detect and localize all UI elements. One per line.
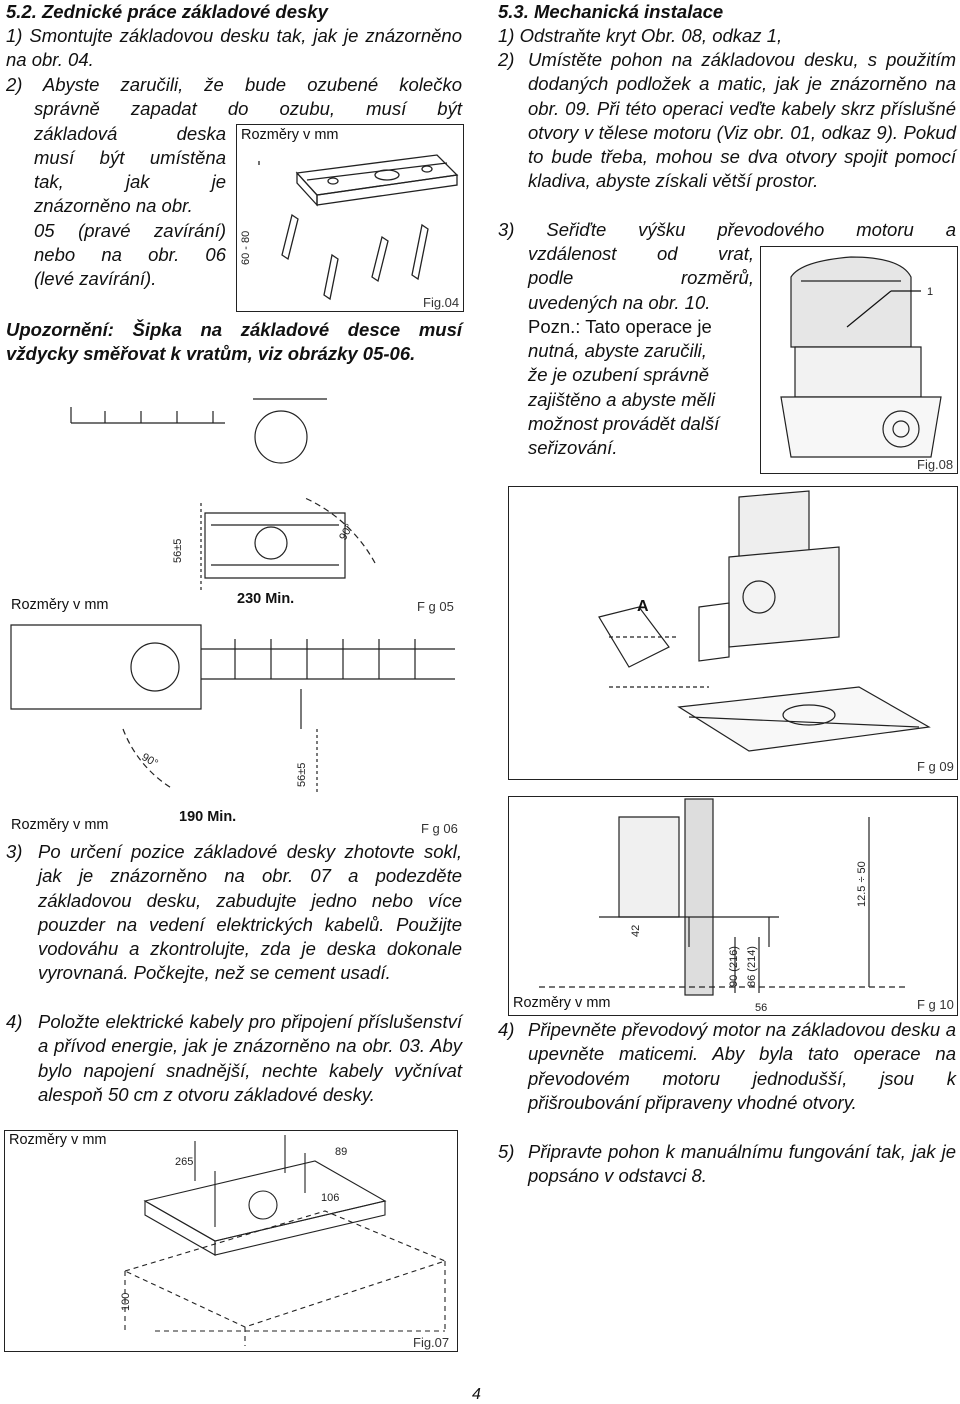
dimension-label: 56 xyxy=(755,1002,767,1014)
figure-label: Fig.08 xyxy=(917,457,954,472)
dimension-label: 42 xyxy=(630,925,642,937)
instruction-3-number: 3) xyxy=(6,841,23,862)
instruction-2-line: (levé zavírání). xyxy=(34,268,157,290)
figure-title: Rozměry v mm xyxy=(513,995,611,1011)
instruction-2-number: 2) xyxy=(498,49,515,70)
instruction-3-line: uvedených na obr. 10. xyxy=(528,291,711,313)
dimension-label: 56±5 xyxy=(172,539,184,563)
figure-05: 56±5 90° Rozměry v mm 230 Min. F g 05 xyxy=(4,392,462,618)
dimension-label: 89 xyxy=(335,1146,347,1158)
dimension-label: 12.5 ÷ 50 xyxy=(856,861,868,907)
instruction-3-note-line: Pozn.: Tato operace je xyxy=(528,315,712,337)
motor-cover-drawing: 1 xyxy=(780,256,942,458)
figure-label: F g 09 xyxy=(917,759,954,774)
section-heading-5-3: 5.3. Mechanická instalace xyxy=(498,1,724,22)
figure-title: Rozměry v mm xyxy=(241,127,339,143)
instruction-2-line: 2) Abyste zaručili, že bude ozubené kole… xyxy=(6,74,462,95)
figure-title: Rozměry v mm xyxy=(11,597,109,613)
instruction-3-note-line: možnost provádět další xyxy=(528,413,720,435)
figure-label: Fig.07 xyxy=(413,1335,450,1350)
figure-06: 90° 56±5 Rozměry v mm 190 Min. F g 06 xyxy=(4,618,462,838)
instruction-1: 1) Smontujte základovou desku tak, jak j… xyxy=(6,25,462,71)
dimension-label: 60 - 80 xyxy=(240,231,252,265)
dimension-label: 265 xyxy=(175,1156,193,1168)
instruction-2: 2) Abyste zaručili, že bude ozubené kole… xyxy=(6,73,462,292)
figure-label: F g 05 xyxy=(417,599,454,614)
instruction-3-note-line: seřizování. xyxy=(528,437,618,459)
page-number: 4 xyxy=(472,1386,481,1403)
instruction-1: 1) Odstraňte kryt Obr. 08, odkaz 1, xyxy=(498,25,783,46)
figure-10: 42 90 (216) 86 (214) 12.5 ÷ 50 56 Rozměr… xyxy=(508,796,958,1016)
angle-label: 90° xyxy=(140,751,160,770)
instruction-2-line: správně zapadat do ozubu, musí být xyxy=(34,98,462,120)
angle-label: 90° xyxy=(337,522,356,542)
height-adjustment-drawing: 42 90 (216) 86 (214) 12.5 ÷ 50 56 xyxy=(539,798,909,1014)
instruction-3-note-line: že je ozubení správně xyxy=(528,364,710,386)
reference-label: 1 xyxy=(927,286,933,298)
instruction-3-line: vzdálenost od vrat, xyxy=(528,243,754,264)
instruction-3: Po určení pozice základové desky zhotovt… xyxy=(38,841,462,984)
instruction-5: Připravte pohon k manuálnímu fungování t… xyxy=(528,1141,956,1187)
instruction-2: Umístěte pohon na základovou desku, s po… xyxy=(528,49,956,192)
instruction-2-line: tak, jak je xyxy=(34,171,226,193)
marker-label: A xyxy=(637,598,649,615)
instruction-2-line: znázorněno na obr. xyxy=(34,195,193,217)
motor-on-plate-drawing: A xyxy=(598,490,931,752)
instruction-3-note-line: nutná, abyste zaručili, xyxy=(528,340,707,362)
warning-note: Upozornění: Šipka na základové desce mus… xyxy=(6,319,462,364)
figure-title: Rozměry v mm xyxy=(11,817,109,833)
instruction-4: Připevněte převodový motor na základovou… xyxy=(528,1019,956,1113)
figure-07: Rozměry v mm 265 89 106 100 Fig xyxy=(4,1130,458,1352)
figure-09: A F g 09 xyxy=(508,486,958,780)
instruction-2-line: 05 (pravé zavírání) xyxy=(34,219,226,241)
dimension-label: 100 xyxy=(120,1293,132,1311)
instruction-2-line: musí být umístěna xyxy=(34,146,226,168)
instruction-2-line: nebo na obr. 06 xyxy=(34,244,226,266)
base-plate-drawing: 60 - 80 xyxy=(240,154,459,301)
plinth-drawing: 265 89 106 100 xyxy=(120,1135,447,1346)
alignment-drawing-06: 90° 56±5 xyxy=(10,624,455,794)
figure-label: F g 10 xyxy=(917,997,954,1012)
figure-label: F g 06 xyxy=(421,821,458,836)
dimension-label: 56±5 xyxy=(296,763,308,787)
instruction-5-number: 5) xyxy=(498,1141,515,1162)
instruction-4: Položte elektrické kabely pro připojení … xyxy=(38,1011,462,1105)
dimension-label: 106 xyxy=(321,1192,339,1204)
dimension-label: 190 Min. xyxy=(179,809,237,825)
figure-label: Fig.04 xyxy=(423,295,460,310)
instruction-4-number: 4) xyxy=(6,1011,23,1032)
dimension-label: 230 Min. xyxy=(237,591,295,607)
instruction-4-number: 4) xyxy=(498,1019,515,1040)
dimension-label: 86 (214) xyxy=(746,946,758,987)
instruction-3-continued: vzdálenost od vrat, podle rozměrů, uvede… xyxy=(528,242,754,461)
section-heading-5-2: 5.2. Zednické práce základové desky xyxy=(6,1,328,22)
figure-04: Rozměry v mm 60 - 80 Fig.04 xyxy=(236,124,464,312)
figure-08: 1 Fig.08 xyxy=(760,246,958,474)
dimension-label: 90 (216) xyxy=(728,946,740,987)
alignment-drawing-05: 56±5 90° xyxy=(70,398,376,593)
figure-title: Rozměry v mm xyxy=(9,1132,107,1148)
instruction-2-line: základová deska xyxy=(34,122,226,144)
instruction-3: 3) Seřiďte výšku převodového motoru a xyxy=(498,219,956,240)
instruction-3-note-line: zajištěno a abyste měli xyxy=(528,388,716,410)
instruction-3-line: podle rozměrů, xyxy=(528,267,754,289)
